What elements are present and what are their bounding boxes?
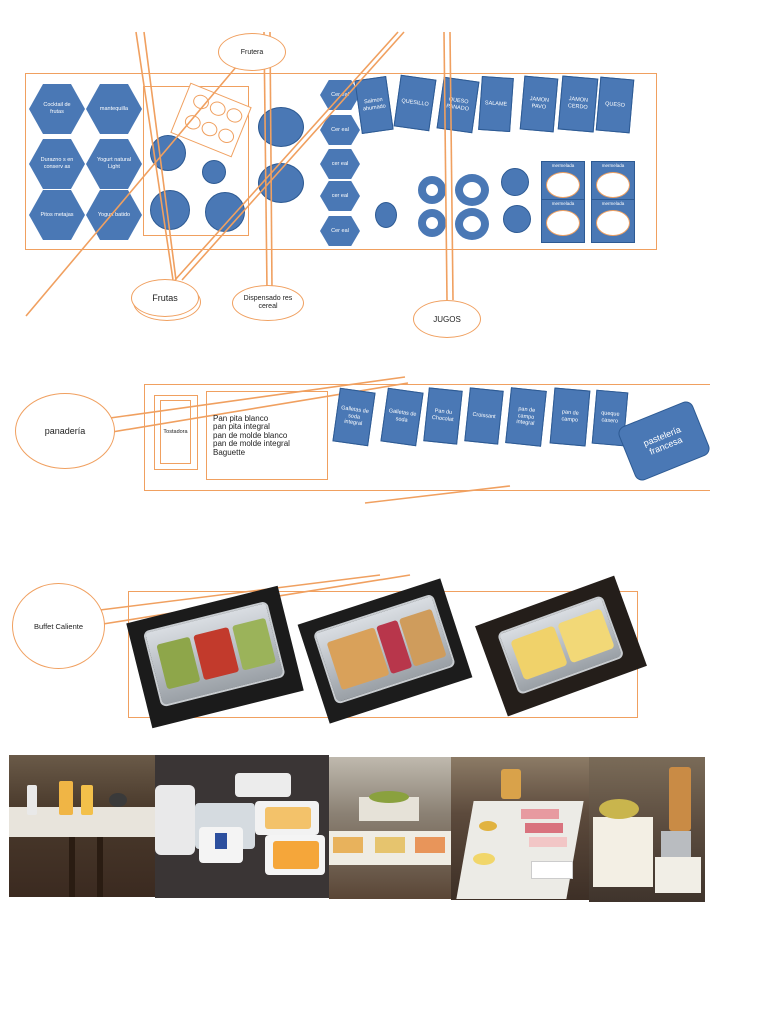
bread-tag-pan-chocolat: Pan du Chocolat [423,387,463,445]
bread-item: pan pita integral [213,422,270,432]
bread-item: pan de molde integral [213,439,290,449]
buffet-photo-yogurts [155,755,329,898]
bread-list: Pan pita blanco pan pita integral pan de… [206,391,328,480]
bread-tag-pan-campo-integral: pan de campo integral [505,387,547,447]
cereal-container: Cer eal [320,216,360,246]
bread-item: Baguette [213,447,246,457]
callout-dispensador-cereal: Dispensado res cereal [232,285,304,321]
buffet-photo-cereals [589,757,705,902]
buffet-photo-juices [9,755,156,897]
fruit-disc [150,190,190,230]
juice-ring [455,208,489,240]
fruit-disc [205,192,245,232]
cereal-container: Cer eal [320,115,360,145]
bread-tag-croissant: Croissant [464,387,504,445]
jam-dish: mermelada [591,161,635,205]
jam-dish: mermelada [541,199,585,243]
cereal-container: Cer eal [320,80,360,110]
jam-dish: mermelada [541,161,585,205]
bread-item: Pan pita blanco [213,414,269,423]
buffet-photo-pastries [329,757,451,899]
juice-ring [418,209,446,237]
cereal-container: cer eal [320,149,360,179]
fruit-deli-table [25,73,657,250]
cereal-container: cer eal [320,181,360,211]
toaster-label: Tostadora [160,400,191,464]
bread-tag-pan-campo: pan de campo [549,387,591,447]
callout-frutera: Frutera [218,33,286,71]
callout-buffet-caliente: Buffet Caliente [12,583,105,669]
callout-frutas: Frutas [131,279,199,317]
juice-disc [375,202,397,228]
juice-ring [418,176,446,204]
juice-ring [455,174,489,206]
callout-panaderia: panadería [15,393,115,469]
bread-item: pan de molde blanco [213,430,288,440]
bread-table [144,384,710,491]
hex-cocktail-frutas: Cocktail de frutas [29,84,85,134]
fruit-disc [202,160,226,184]
juice-disc [501,168,529,196]
toaster: Tostadora [154,395,198,470]
buffet-photo-cold-cuts [451,757,589,900]
callout-jugos: JUGOS [413,300,481,338]
jam-dish: mermelada [591,199,635,243]
bread-tag-galletas-integral: Galletas de soda integral [332,387,376,447]
juice-disc [503,205,531,233]
bread-tag-galletas-soda: Galletas de soda [380,387,424,447]
